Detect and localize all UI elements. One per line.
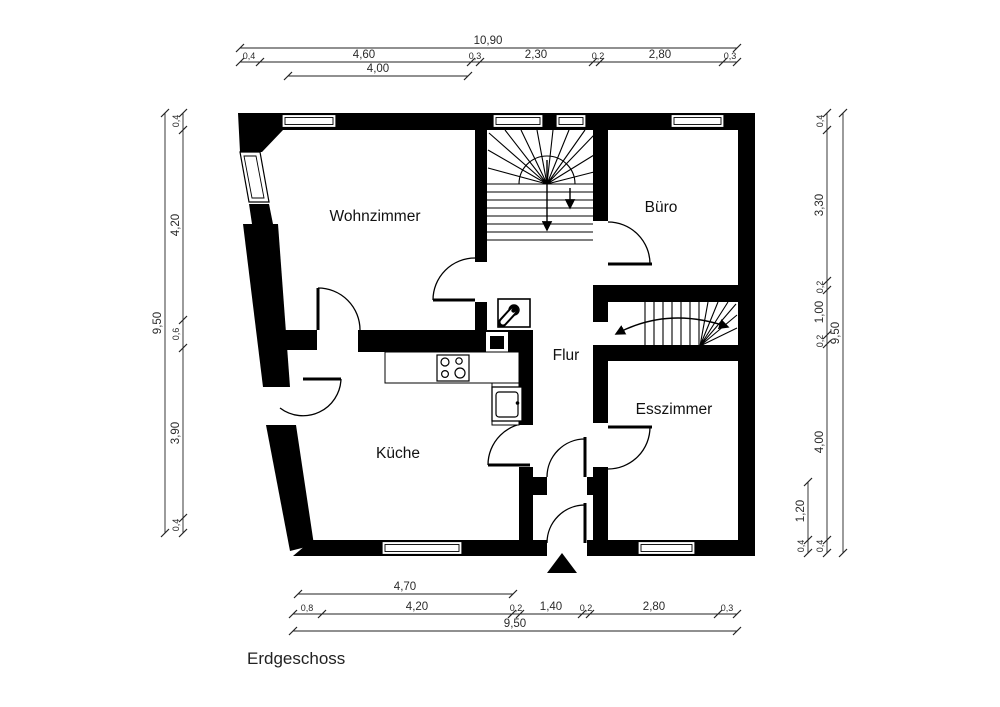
door-hall-vestibule — [546, 437, 587, 478]
wall-right — [738, 130, 755, 556]
dim-left-c3: 3,90 — [170, 422, 182, 444]
room-label-flur: Flur — [553, 347, 580, 364]
dim-left-overall: 9,50 — [152, 312, 164, 334]
boiler-icon — [497, 298, 531, 328]
dim-top-c1: 4,60 — [353, 49, 375, 61]
dim-left-c0: 0,4 — [171, 115, 181, 128]
dim-bottom-c2: 0,2 — [510, 603, 523, 613]
dim-right-c2: 0,2 — [815, 281, 825, 294]
dim-bottom-c1: 4,20 — [406, 601, 428, 613]
dim-top-overall: 10,90 — [474, 35, 503, 47]
dim-bottom-c6: 0,3 — [721, 603, 734, 613]
wall-left-mid — [249, 204, 273, 224]
dim-bottom-c5: 2,80 — [643, 601, 665, 613]
dim-right-c5: 4,00 — [814, 431, 826, 453]
doors — [279, 221, 652, 544]
door-kitchen-side-entrance — [279, 377, 342, 417]
dim-left-c2: 0,6 — [171, 328, 181, 341]
wall-dining-west-upper — [593, 361, 608, 423]
dim-ticks-right — [803, 108, 848, 558]
wall-kitchen-east-lower — [519, 467, 533, 556]
dim-right-sub1: 0,4 — [796, 540, 806, 553]
wall-top — [238, 113, 755, 152]
door-house-entrance — [546, 503, 587, 544]
dim-ticks-bottom — [288, 589, 742, 636]
window-stair-top-2 — [555, 113, 587, 129]
dim-bottom-c3: 1,40 — [540, 601, 562, 613]
wall-basement-stairs-south — [593, 345, 755, 361]
door-hall-office — [607, 221, 652, 266]
dimension-top — [235, 43, 742, 81]
door-hall-dining — [607, 425, 652, 470]
door-livingroom-kitchen — [316, 287, 361, 331]
room-label-wohnzimmer: Wohnzimmer — [329, 208, 420, 225]
wall-hall-south-left — [533, 477, 547, 495]
room-label-kueche: Küche — [376, 445, 420, 462]
window-office-top — [670, 113, 725, 129]
sink-icon — [491, 386, 523, 422]
dimension-left — [160, 108, 188, 538]
dim-ticks-top — [235, 43, 742, 81]
window-livingroom-top — [281, 113, 337, 129]
chimney-icon — [486, 332, 508, 353]
wall-livingroom-east-upper — [475, 130, 487, 262]
dim-left-c4: 0,4 — [171, 519, 181, 532]
dim-right-c1: 3,30 — [814, 194, 826, 216]
wall-dining-west-lower — [593, 467, 608, 556]
dim-right-sub0: 1,20 — [795, 500, 807, 522]
dim-left-c1: 4,20 — [170, 214, 182, 236]
window-kitchen-bottom — [381, 540, 463, 556]
dim-right-c0: 0,4 — [815, 115, 825, 128]
dim-top-c0: 0,4 — [243, 51, 256, 61]
wall-left-slab — [243, 224, 290, 387]
door-livingroom-hall — [432, 257, 476, 302]
wall-office-west — [593, 130, 608, 221]
window-stair-top-1 — [492, 113, 544, 129]
wall-divider-left — [281, 330, 317, 350]
dim-right-c4: 0,2 — [815, 335, 825, 348]
dim-right-c3: 1,00 — [814, 301, 826, 323]
main-staircase-icon — [487, 129, 595, 241]
dim-top-sub: 4,00 — [367, 63, 389, 75]
dim-top-c4: 0,2 — [592, 51, 605, 61]
window-livingroom-slanted — [239, 151, 270, 203]
dim-top-c2: 0,3 — [469, 51, 482, 61]
dim-top-c6: 0,3 — [724, 51, 737, 61]
door-kitchen-hall — [487, 422, 531, 467]
room-label-esszimmer: Esszimmer — [636, 401, 713, 418]
windows — [239, 113, 725, 556]
window-dining-bottom — [637, 540, 696, 556]
dim-top-c5: 2,80 — [649, 49, 671, 61]
dimension-right — [803, 108, 848, 558]
dim-bottom-sub: 4,70 — [394, 581, 416, 593]
dim-right-overall: 9,50 — [830, 322, 842, 344]
page-title: Erdgeschoss — [247, 649, 345, 668]
dim-bottom-overall: 9,50 — [504, 618, 526, 630]
basement-staircase-icon — [614, 301, 738, 347]
wall-office-south — [593, 285, 755, 302]
dimension-bottom — [288, 589, 742, 636]
entrance-opening — [547, 538, 587, 558]
wall-left-lower — [266, 425, 314, 551]
stove-icon — [436, 354, 470, 382]
dim-ticks-left — [160, 108, 188, 538]
wall-stairwell-stub — [593, 288, 608, 322]
dim-bottom-c0: 0,8 — [301, 603, 314, 613]
room-label-buero: Büro — [645, 199, 678, 216]
dim-bottom-c4: 0,2 — [580, 603, 593, 613]
entrance-arrow-icon — [547, 553, 577, 573]
dim-right-c6: 0,4 — [815, 540, 825, 553]
dim-top-c3: 2,30 — [525, 49, 547, 61]
